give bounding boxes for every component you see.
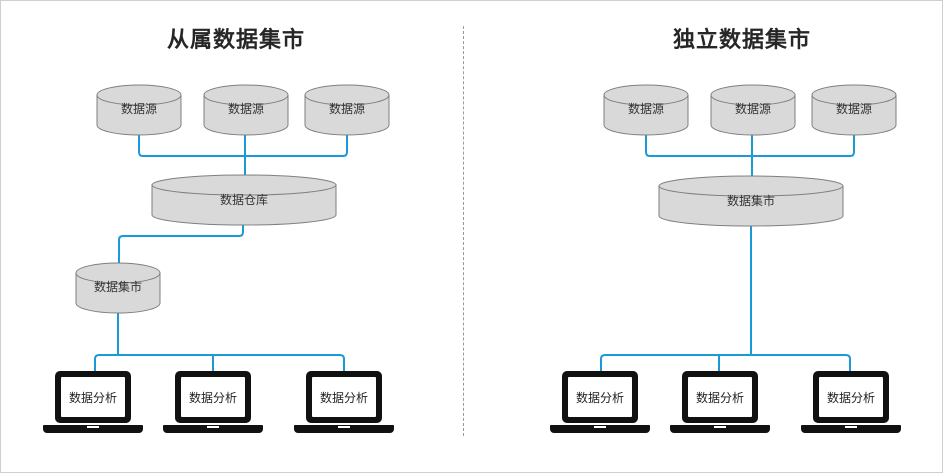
data-source-label: 数据源 — [120, 102, 157, 116]
laptop-icon: 数据分析 — [813, 371, 889, 423]
right-data-source-1: 数据源 — [603, 84, 689, 136]
analytics-label: 数据分析 — [688, 377, 752, 417]
left-analytics-laptop-3: 数据分析 — [294, 371, 394, 437]
data-source-label: 数据源 — [328, 102, 365, 116]
left-analytics-laptop-2: 数据分析 — [163, 371, 263, 437]
laptop-icon: 数据分析 — [682, 371, 758, 423]
laptop-icon: 数据分析 — [562, 371, 638, 423]
data-source-label: 数据源 — [627, 102, 664, 116]
left-data-mart: 数据集市 — [75, 262, 161, 314]
right-title: 独立数据集市 — [672, 28, 811, 53]
left-data-source-1: 数据源 — [96, 84, 182, 136]
dashed-divider — [463, 26, 464, 436]
right-analytics-laptop-3: 数据分析 — [801, 371, 901, 437]
right-source-connector — [645, 135, 855, 157]
laptop-icon: 数据分析 — [55, 371, 131, 423]
data-warehouse-label: 数据仓库 — [219, 193, 268, 207]
right-analytics-connector — [600, 354, 851, 371]
left-data-source-2: 数据源 — [203, 84, 289, 136]
left-data-source-3: 数据源 — [304, 84, 390, 136]
right-data-mart: 数据集市 — [658, 175, 844, 227]
left-analytics-connector — [94, 354, 345, 371]
left-title: 从属数据集市 — [166, 28, 305, 53]
left-analytics-laptop-1: 数据分析 — [43, 371, 143, 437]
analytics-label: 数据分析 — [181, 377, 245, 417]
data-mart-label: 数据集市 — [726, 194, 775, 208]
right-data-source-2: 数据源 — [710, 84, 796, 136]
right-analytics-laptop-1: 数据分析 — [550, 371, 650, 437]
data-mart-label: 数据集市 — [93, 280, 142, 294]
data-source-label: 数据源 — [835, 102, 872, 116]
right-analytics-laptop-2: 数据分析 — [670, 371, 770, 437]
analytics-label: 数据分析 — [312, 377, 376, 417]
data-source-label: 数据源 — [227, 102, 264, 116]
data-source-label: 数据源 — [734, 102, 771, 116]
left-source-connector — [138, 135, 348, 157]
analytics-label: 数据分析 — [819, 377, 883, 417]
left-warehouse-mart-connector — [118, 225, 244, 264]
right-data-source-3: 数据源 — [811, 84, 897, 136]
laptop-icon: 数据分析 — [306, 371, 382, 423]
data-warehouse: 数据仓库 — [151, 174, 337, 226]
analytics-label: 数据分析 — [568, 377, 632, 417]
laptop-icon: 数据分析 — [175, 371, 251, 423]
analytics-label: 数据分析 — [61, 377, 125, 417]
